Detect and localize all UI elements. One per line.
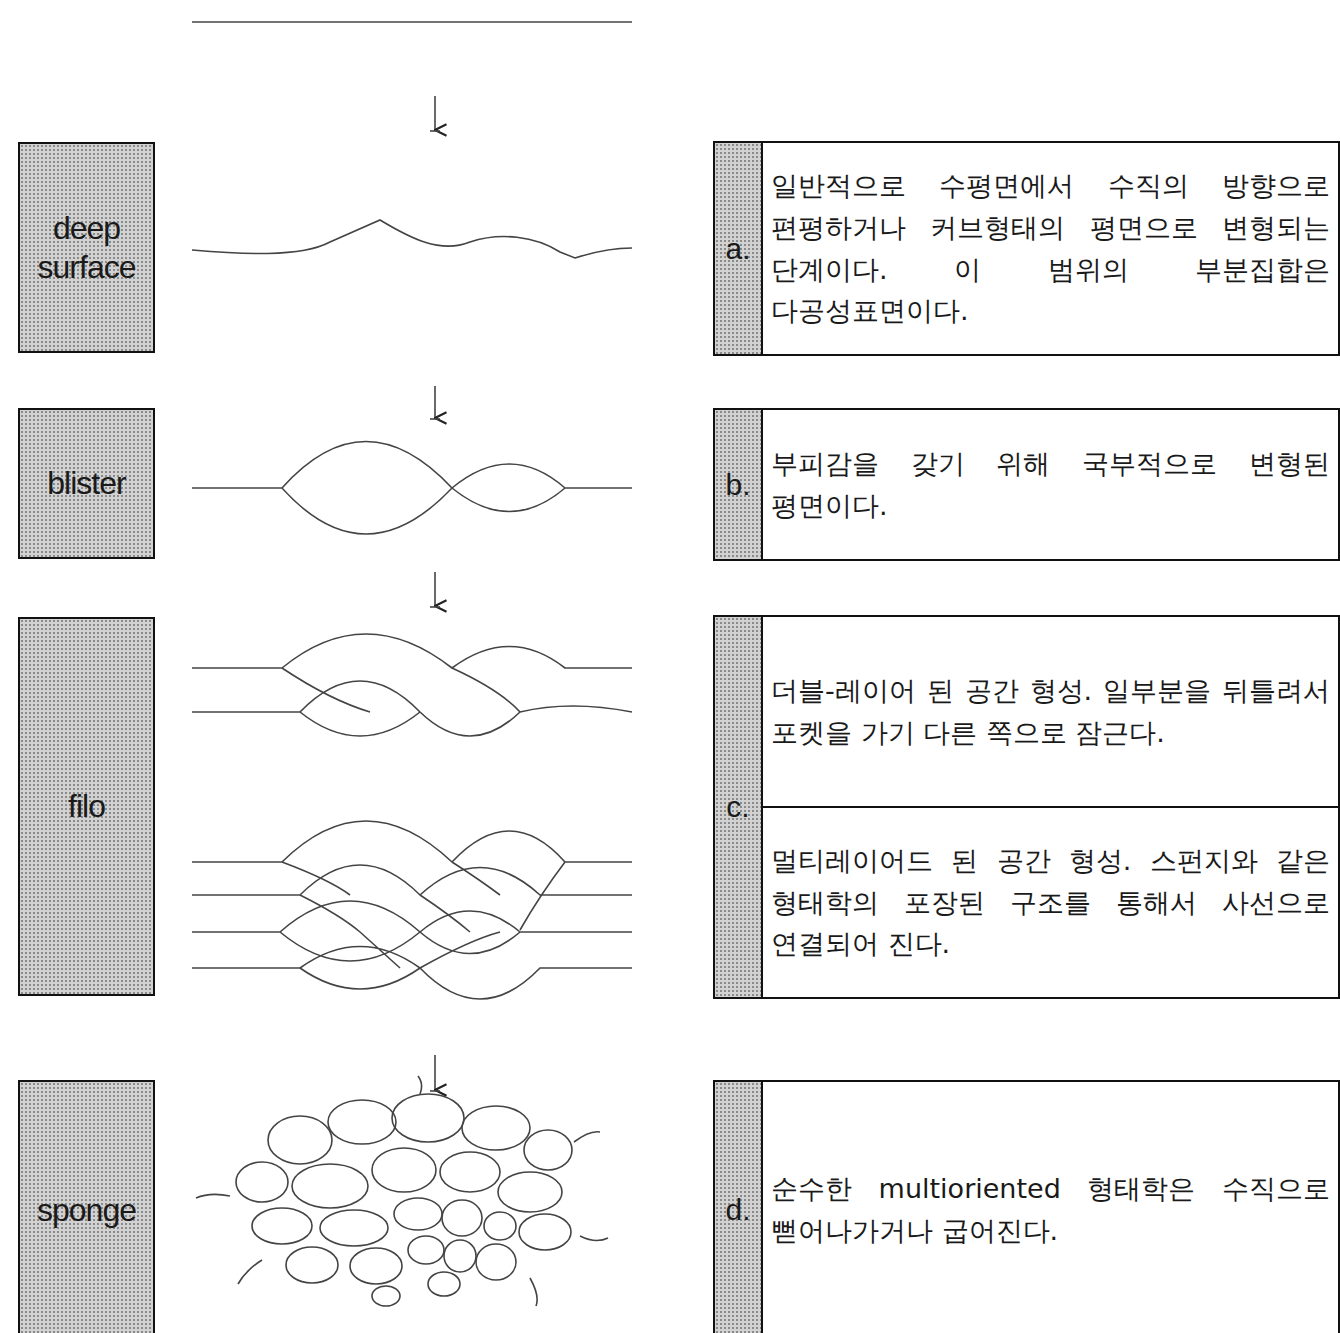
description-box: a. 일반적으로 수평면에서 수직의 방향으로 편평하거나 커브형태의 평면으로 … — [713, 141, 1340, 356]
description-cell: 더블-레이어 된 공간 형성. 일부분을 뒤틀려서 포켓을 가기 다른 쪽으로 … — [763, 617, 1338, 806]
description-box: b. 부피감을 갖기 위해 국부적으로 변형된 평면이다. — [713, 408, 1340, 561]
description-body: 더블-레이어 된 공간 형성. 일부분을 뒤틀려서 포켓을 가기 다른 쪽으로 … — [763, 617, 1338, 997]
stage-name: sponge — [33, 1191, 140, 1229]
step-letter: a. — [725, 232, 750, 266]
letter-tab: a. — [715, 143, 763, 354]
description-cell: 멀티레이어드 된 공간 형성. 스펀지와 같은 형태학의 포장된 구조를 통해서… — [763, 806, 1338, 997]
letter-tab: c. — [715, 617, 763, 997]
stage-name-box: blister — [18, 408, 155, 559]
filo-multi-layer — [192, 821, 632, 999]
filo-double-layer — [192, 634, 632, 736]
stage-name-box: deep surface — [18, 142, 155, 353]
stage-name-box: sponge — [18, 1080, 155, 1333]
description-text: 순수한 multioriented 형태학은 수직으로 뻗어나가거나 굽어진다. — [771, 1168, 1330, 1252]
stage-name-box: filo — [18, 617, 155, 996]
description-box: d. 순수한 multioriented 형태학은 수직으로 뻗어나가거나 굽어진… — [713, 1080, 1340, 1333]
flat-surface — [192, 21, 632, 23]
stage-name: filo — [64, 787, 109, 825]
letter-tab: d. — [715, 1082, 763, 1333]
stage-name: deep surface — [20, 209, 153, 286]
description-body: 일반적으로 수평면에서 수직의 방향으로 편평하거나 커브형태의 평면으로 변형… — [763, 143, 1338, 354]
blister-figure — [192, 442, 632, 535]
description-body: 부피감을 갖기 위해 국부적으로 변형된 평면이다. — [763, 410, 1338, 559]
description-body: 순수한 multioriented 형태학은 수직으로 뻗어나가거나 굽어진다. — [763, 1082, 1338, 1333]
letter-tab: b. — [715, 410, 763, 559]
sponge-figure — [196, 1076, 608, 1306]
description-text: 일반적으로 수평면에서 수직의 방향으로 편평하거나 커브형태의 평면으로 변형… — [771, 165, 1330, 332]
description-cell: 부피감을 갖기 위해 국부적으로 변형된 평면이다. — [763, 410, 1338, 559]
description-cell: 일반적으로 수평면에서 수직의 방향으로 편평하거나 커브형태의 평면으로 변형… — [763, 143, 1338, 354]
step-letter: b. — [725, 468, 750, 502]
stage-name: blister — [43, 464, 129, 502]
step-letter: d. — [725, 1193, 750, 1227]
deep-surface-wave — [192, 220, 632, 258]
description-box: c. 더블-레이어 된 공간 형성. 일부분을 뒤틀려서 포켓을 가기 다른 쪽으… — [713, 615, 1340, 999]
description-text: 부피감을 갖기 위해 국부적으로 변형된 평면이다. — [771, 443, 1330, 527]
step-letter: c. — [726, 790, 749, 824]
description-text: 멀티레이어드 된 공간 형성. 스펀지와 같은 형태학의 포장된 구조를 통해서… — [771, 840, 1330, 966]
description-text: 더블-레이어 된 공간 형성. 일부분을 뒤틀려서 포켓을 가기 다른 쪽으로 … — [771, 670, 1330, 754]
description-cell: 순수한 multioriented 형태학은 수직으로 뻗어나가거나 굽어진다. — [763, 1082, 1338, 1333]
